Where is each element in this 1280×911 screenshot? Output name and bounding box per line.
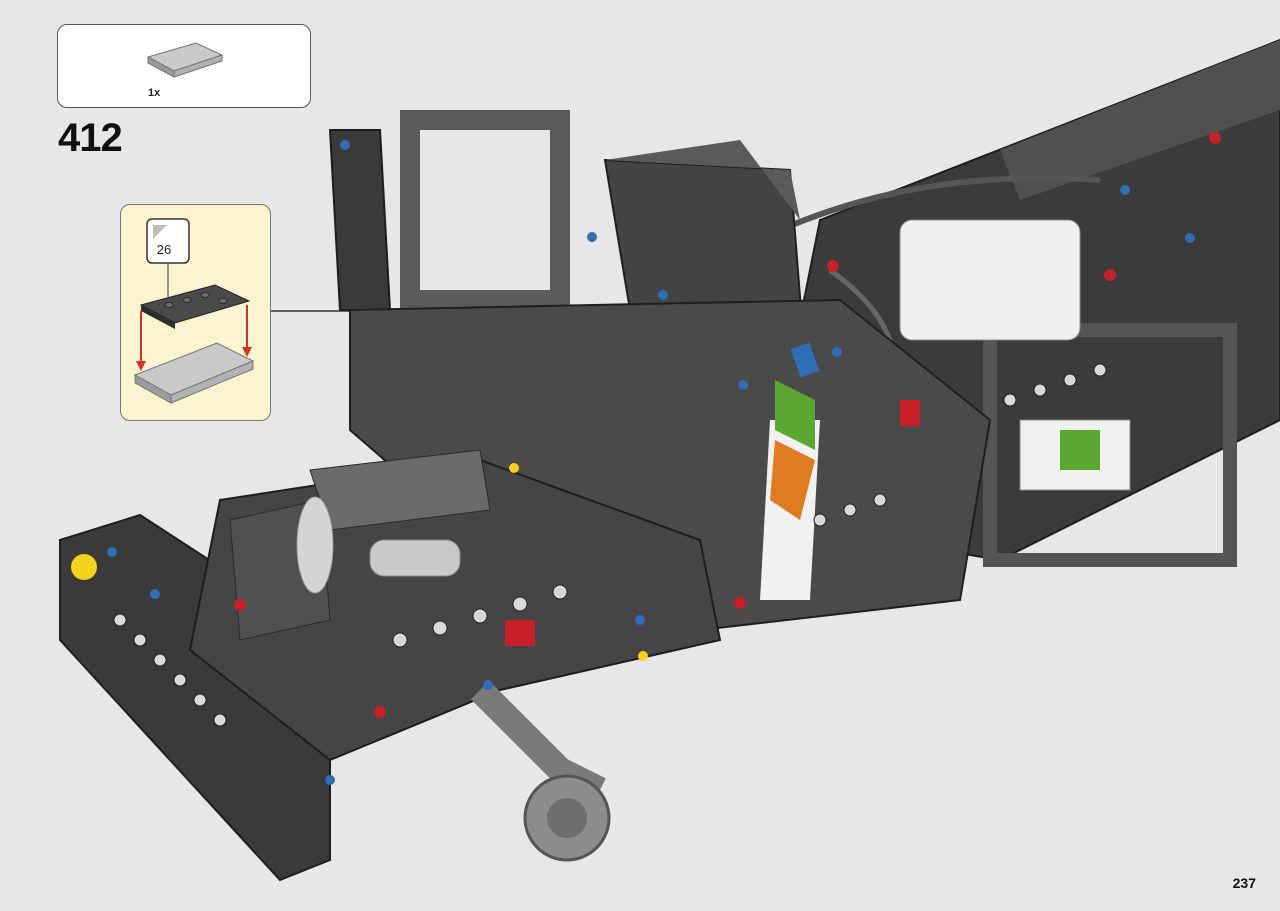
reference-number: 26 [156, 242, 172, 257]
front-upright-frame [400, 110, 570, 310]
battery-box-top [605, 140, 800, 220]
dark-plate-side [141, 305, 175, 329]
parts-list-box: 1x [57, 24, 311, 108]
red-arrow-icon [242, 347, 252, 357]
green-stripe [775, 380, 815, 450]
subassembly-callout: 26 [120, 204, 271, 421]
wheel-hub-center [547, 798, 587, 838]
grey-tile-front [170, 360, 254, 404]
front-axle [470, 680, 606, 802]
rear-frame [983, 323, 1237, 567]
beam-holes [113, 363, 1107, 727]
blue-connector [790, 342, 820, 378]
yellow-pins [71, 463, 648, 661]
reference-tile-icon [153, 225, 167, 239]
red-pins [234, 132, 1221, 718]
dark-plate [139, 284, 251, 324]
rear-top-beam [1000, 40, 1280, 200]
grey-flat-tile-icon [146, 42, 224, 78]
orange-stripe [770, 440, 815, 520]
fan-blades [296, 496, 334, 594]
page-number: 237 [1232, 875, 1256, 891]
front-upright-left [328, 129, 392, 311]
engine-pistons [369, 539, 461, 577]
blue-pins [107, 140, 1195, 785]
green-bushing [1060, 430, 1100, 470]
motor-housing [899, 219, 1081, 341]
step-number: 412 [58, 116, 123, 160]
callout-diagram [133, 218, 255, 404]
cable [778, 175, 1101, 233]
plate-studs [164, 292, 228, 308]
part-quantity: 1x [148, 87, 161, 99]
red-arrow-icon [136, 361, 146, 371]
